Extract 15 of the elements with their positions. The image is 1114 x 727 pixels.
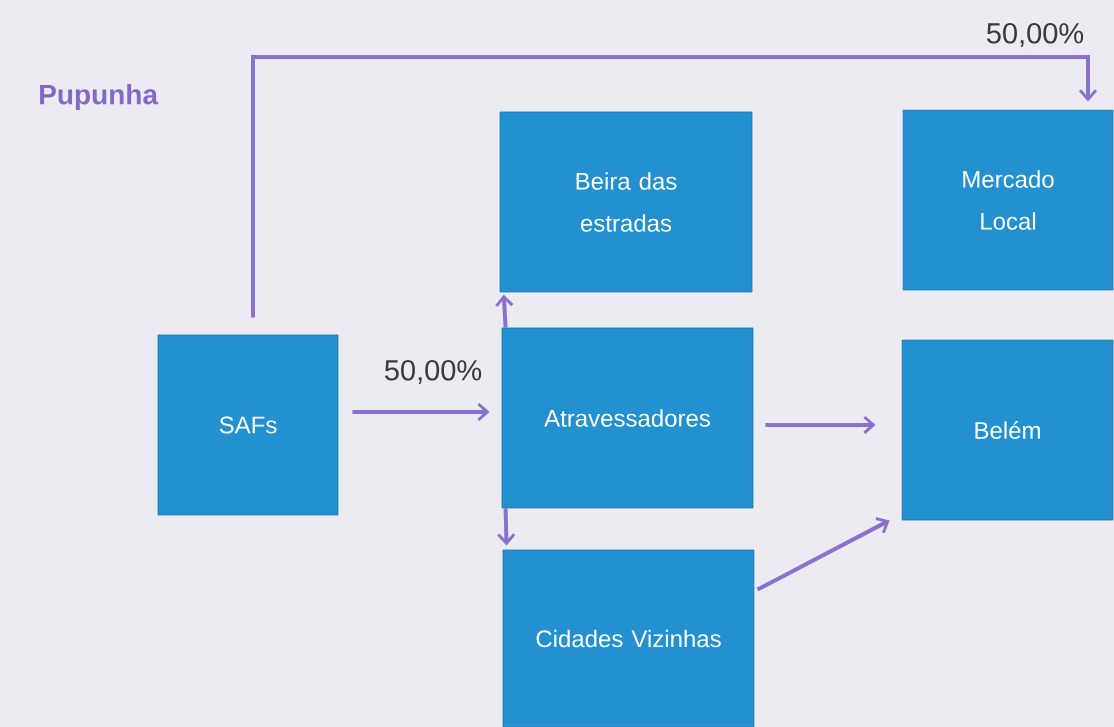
arrow [497,508,516,546]
arrow [251,55,1098,318]
process-box: Mercado Local [902,109,1114,291]
process-box: Atravessadores [501,327,754,509]
process-box: SAFs [157,334,339,516]
edge-label: 50,00% [382,359,484,385]
process-box: Beira das estradas [499,111,753,293]
process-box: Cidades Vizinhas [502,549,755,727]
arrow [352,402,490,422]
arrow [756,517,890,592]
process-box: Belém [901,339,1114,521]
arrow [495,294,514,328]
arrow [765,415,876,435]
title: Pupunha [40,83,159,111]
edge-label: 50,00% [984,22,1086,48]
